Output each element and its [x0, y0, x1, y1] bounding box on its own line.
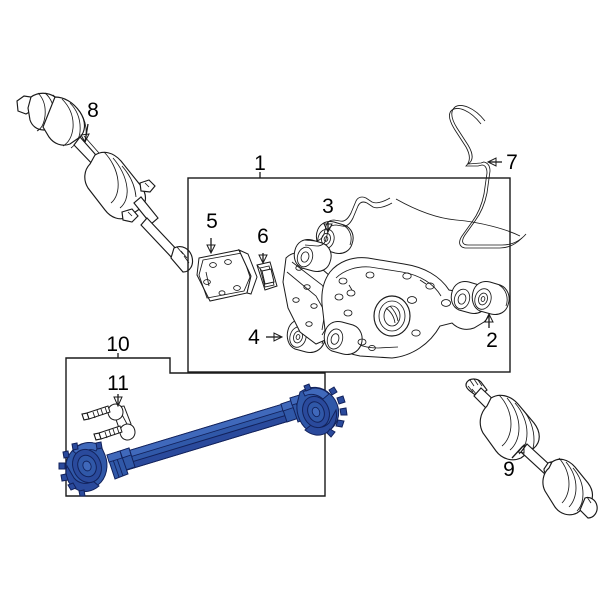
drive-shaft-bolts[interactable]: 11: [81, 372, 136, 441]
callout-label-6: 6: [257, 225, 269, 248]
callout-label-3: 3: [322, 195, 334, 218]
callout-label-10: 10: [106, 333, 129, 356]
axle-shaft-front-left[interactable]: 8: [16, 92, 194, 273]
differential-housing[interactable]: [282, 239, 491, 359]
group-box-drive-shaft: 10: [65, 333, 326, 497]
callout-label-2: 2: [486, 329, 498, 352]
callout-label-7: 7: [506, 151, 518, 174]
callout-label-11: 11: [107, 372, 129, 395]
spacer-bracket[interactable]: 6: [256, 225, 278, 291]
callout-label-5: 5: [206, 210, 218, 233]
callout-label-1: 1: [254, 152, 266, 175]
callout-label-9: 9: [503, 458, 515, 481]
mount-plate[interactable]: 5: [196, 210, 258, 302]
callout-label-8: 8: [87, 99, 99, 122]
group-box-differential: 1: [187, 152, 511, 373]
callout-label-4: 4: [248, 326, 260, 349]
vent-hose[interactable]: 7: [303, 105, 527, 249]
bushing-right[interactable]: 2: [471, 281, 510, 352]
axle-shaft-rear-right[interactable]: 9: [465, 378, 598, 519]
drive-shaft[interactable]: [58, 383, 348, 497]
